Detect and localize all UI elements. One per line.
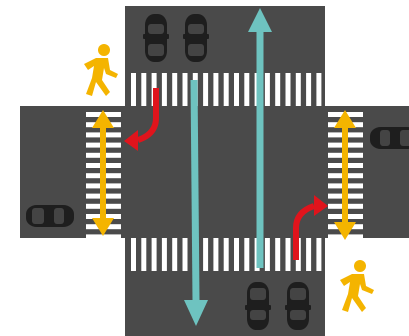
pedestrian-northwest-icon bbox=[84, 44, 118, 96]
crosswalk-stripe bbox=[224, 238, 229, 271]
crosswalk-stripe bbox=[162, 238, 167, 271]
crosswalk-stripe bbox=[275, 238, 280, 271]
crosswalk-stripe bbox=[203, 238, 208, 271]
crosswalk-stripe bbox=[234, 73, 239, 106]
pedestrian-southeast-icon bbox=[340, 260, 374, 312]
crosswalk-stripe bbox=[306, 238, 311, 271]
crosswalk-stripe bbox=[234, 238, 239, 271]
car-north-1 bbox=[143, 14, 169, 62]
crosswalk-stripe bbox=[265, 238, 270, 271]
car-south-1 bbox=[245, 282, 271, 330]
car-east bbox=[370, 127, 409, 149]
crosswalk-stripe bbox=[131, 73, 136, 106]
crosswalk-stripe bbox=[141, 73, 146, 106]
crosswalk-stripe bbox=[275, 73, 280, 106]
crosswalk-stripe bbox=[203, 73, 208, 106]
car-north-2 bbox=[183, 14, 209, 62]
crosswalk-stripe bbox=[244, 73, 249, 106]
crosswalk-stripe bbox=[162, 73, 167, 106]
crosswalk-stripe bbox=[183, 73, 188, 106]
crosswalk-stripe bbox=[244, 238, 249, 271]
crosswalk-stripe bbox=[213, 238, 218, 271]
crosswalk-stripe bbox=[224, 73, 229, 106]
crosswalk-stripe bbox=[141, 238, 146, 271]
crosswalk-stripe bbox=[172, 73, 177, 106]
crosswalk-stripe bbox=[316, 238, 321, 271]
crosswalk-stripe bbox=[172, 238, 177, 271]
car-south-2 bbox=[285, 282, 311, 330]
car-west bbox=[26, 205, 74, 227]
crosswalk-stripe bbox=[131, 238, 136, 271]
crosswalk-stripe bbox=[286, 238, 291, 271]
crosswalk-stripe bbox=[296, 73, 301, 106]
crosswalk-stripe bbox=[316, 73, 321, 106]
crosswalk-stripe bbox=[265, 73, 270, 106]
crosswalk-stripe bbox=[286, 73, 291, 106]
crosswalk-stripe bbox=[152, 238, 157, 271]
crosswalk-stripe bbox=[213, 73, 218, 106]
crosswalk-stripe bbox=[183, 238, 188, 271]
crosswalk-stripe bbox=[306, 73, 311, 106]
